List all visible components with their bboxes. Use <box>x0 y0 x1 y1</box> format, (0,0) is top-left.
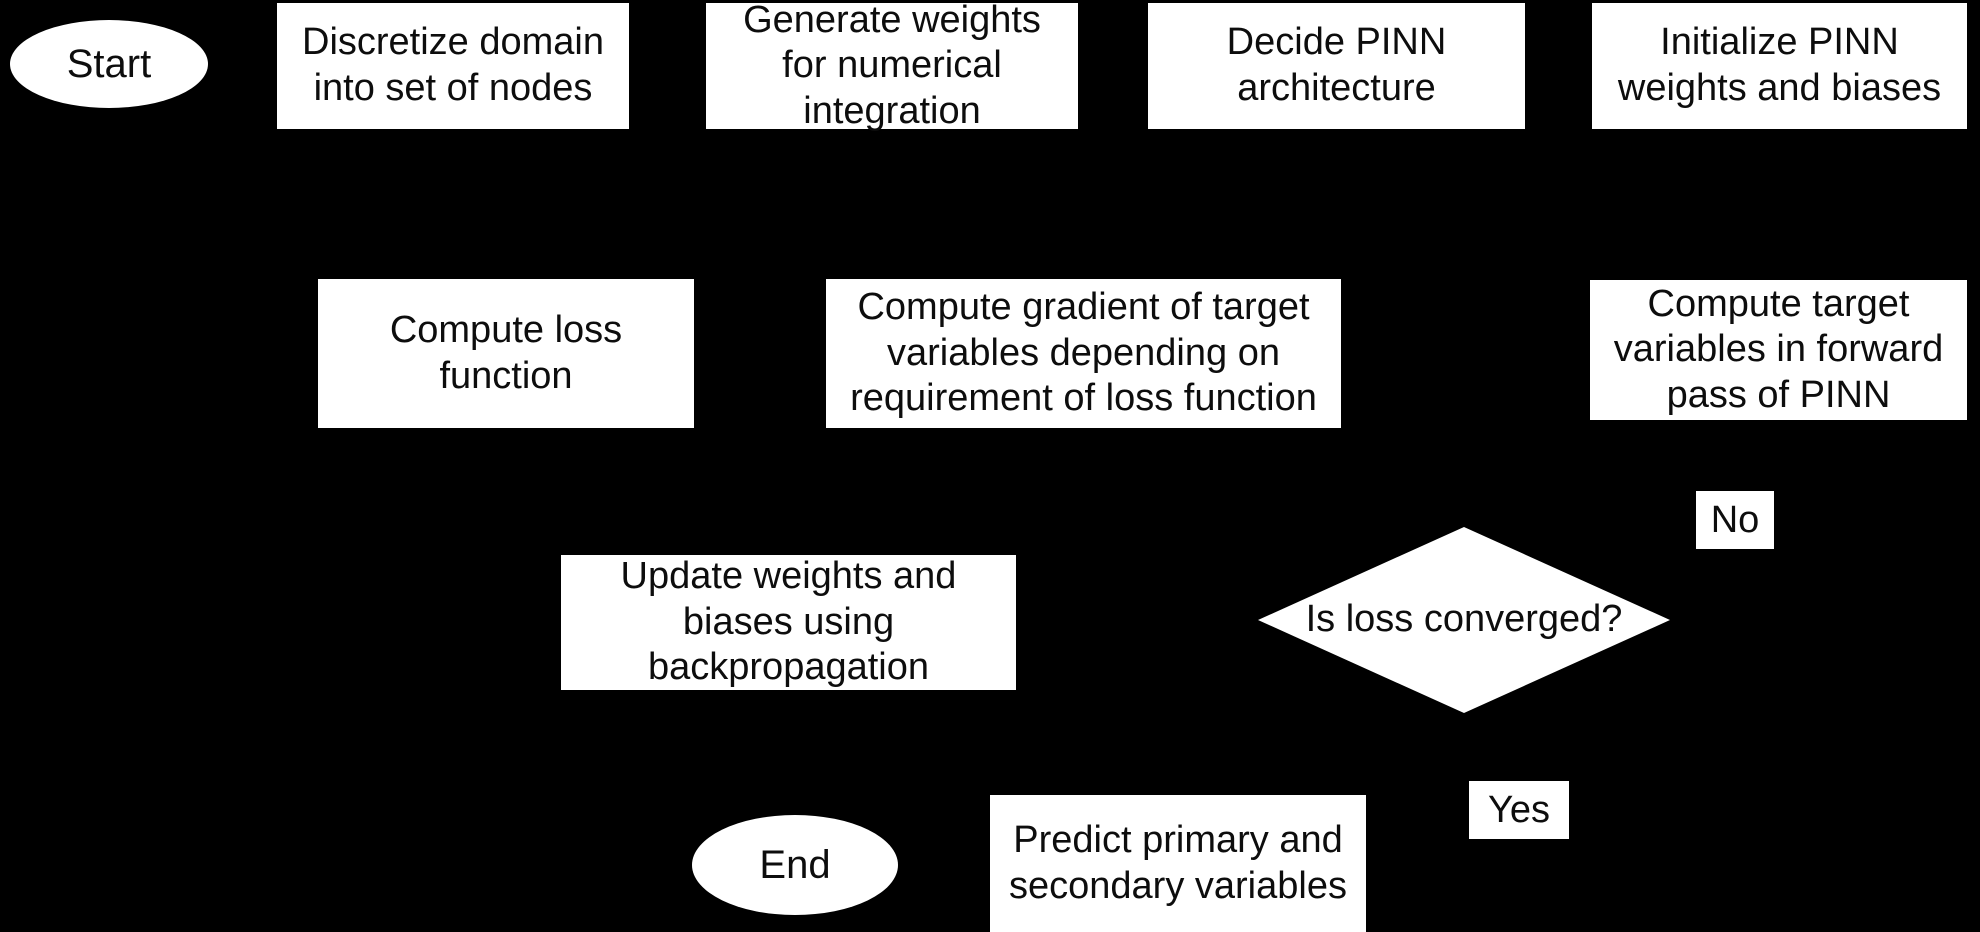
node-start: Start <box>10 20 208 108</box>
diamond-shape <box>1258 527 1670 713</box>
node-forward-pass: Compute target variables in forward pass… <box>1590 280 1967 420</box>
node-discretize-domain: Discretize domain into set of nodes <box>277 3 629 129</box>
node-decide-architecture: Decide PINN architecture <box>1148 3 1525 129</box>
edge-label-yes: Yes <box>1469 781 1569 839</box>
node-update-weights: Update weights and biases using backprop… <box>561 555 1016 690</box>
edge-label-no: No <box>1696 491 1774 549</box>
node-compute-gradient: Compute gradient of target variables dep… <box>826 279 1341 428</box>
node-end: End <box>692 815 898 915</box>
node-compute-loss: Compute loss function <box>318 279 694 428</box>
node-initialize-weights: Initialize PINN weights and biases <box>1592 3 1967 129</box>
node-decision-loss-converged: Is loss converged? <box>1258 527 1670 713</box>
node-generate-weights: Generate weights for numerical integrati… <box>706 0 1078 132</box>
node-predict-variables: Predict primary and secondary variables <box>990 795 1366 932</box>
